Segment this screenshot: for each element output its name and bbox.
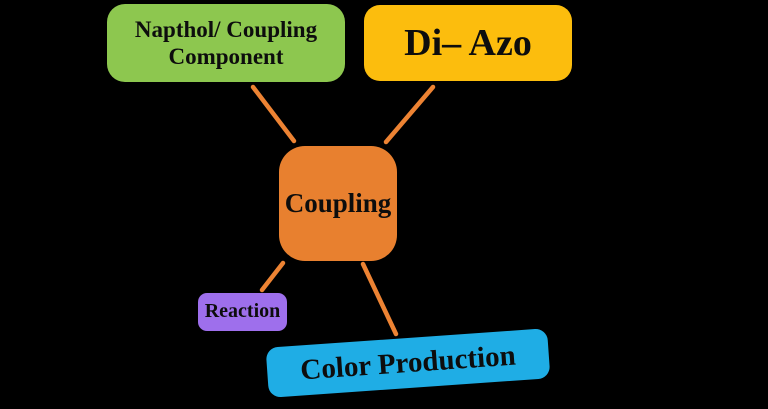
connector-diazo-to-coupling bbox=[383, 84, 436, 145]
node-napthol-coupling-component: Napthol/ Coupling Component bbox=[107, 4, 345, 82]
node-reaction-label: Reaction bbox=[204, 300, 281, 323]
node-color-production-label: Color Production bbox=[299, 339, 517, 387]
connector-napthol-to-coupling bbox=[250, 84, 297, 144]
node-coupling-label: Coupling bbox=[284, 187, 392, 218]
node-reaction: Reaction bbox=[198, 293, 287, 331]
connector-coupling-to-color-production bbox=[360, 261, 399, 337]
node-coupling: Coupling bbox=[279, 146, 397, 261]
node-napthol-label: Napthol/ Coupling Component bbox=[134, 16, 318, 69]
connector-coupling-to-reaction bbox=[259, 260, 286, 293]
node-di-azo: Di– Azo bbox=[364, 5, 572, 81]
node-di-azo-label: Di– Azo bbox=[404, 21, 532, 64]
